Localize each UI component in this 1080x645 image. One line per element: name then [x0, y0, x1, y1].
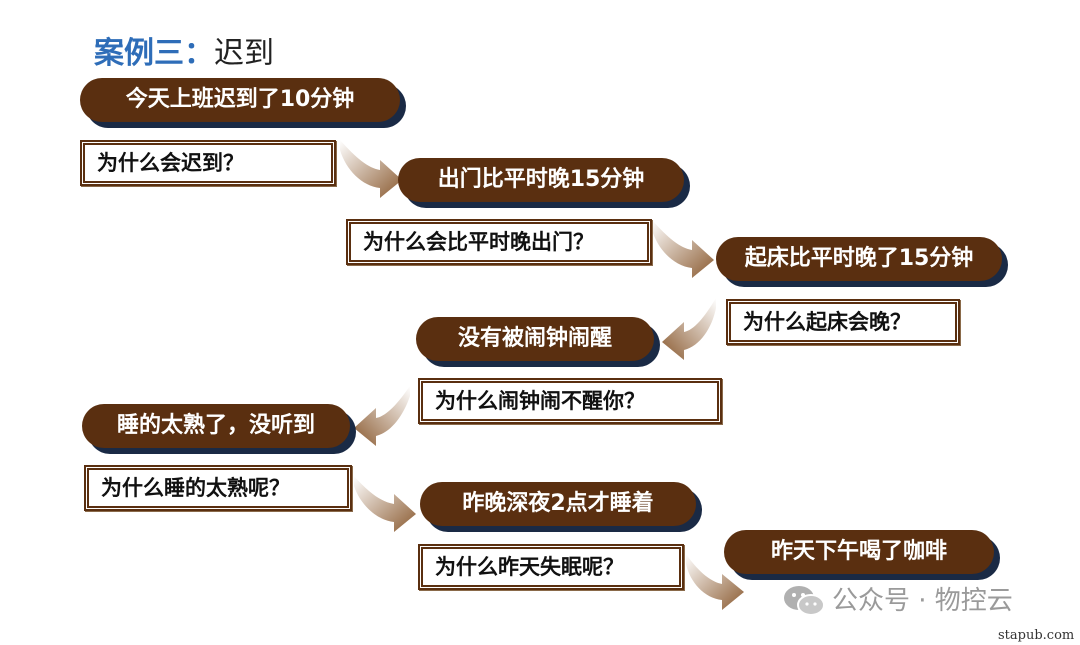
answer-pill-3: 起床比平时晚了15分钟: [716, 237, 1002, 281]
why-box-6: 为什么昨天失眠呢？: [418, 544, 684, 590]
answer-pill-7: 昨天下午喝了咖啡: [724, 530, 994, 574]
answer-pill-1: 今天上班迟到了10分钟: [80, 78, 400, 122]
watermark-text: 公众号 · 物控云: [832, 586, 1013, 616]
arrow-left-4: [354, 386, 410, 446]
why-box-4: 为什么闹钟闹不醒你？: [418, 378, 722, 424]
title-lead: 案例三：: [94, 36, 214, 71]
answer-pill-4: 没有被闹钟闹醒: [416, 317, 654, 361]
answer-pill-2: 出门比平时晚15分钟: [398, 158, 684, 202]
title-rest: 迟到: [214, 36, 274, 71]
arrow-left-3: [662, 298, 716, 360]
arrow-right-2: [652, 220, 714, 278]
site-watermark: stapub.com: [998, 628, 1075, 643]
why-box-1: 为什么会迟到？: [80, 140, 336, 186]
page-title: 案例三：迟到: [94, 34, 274, 74]
answer-pill-5: 睡的太熟了，没听到: [82, 404, 350, 448]
answer-pill-6: 昨晚深夜2点才睡着: [420, 482, 696, 526]
arrow-right-6: [686, 554, 744, 610]
wechat-icon: [784, 586, 825, 616]
why-box-2: 为什么会比平时晚出门？: [346, 219, 652, 265]
why-box-3: 为什么起床会晚？: [726, 299, 960, 345]
arrow-right-5: [354, 476, 416, 532]
why-box-5: 为什么睡的太熟呢？: [84, 465, 352, 511]
arrow-right-1: [340, 140, 402, 198]
